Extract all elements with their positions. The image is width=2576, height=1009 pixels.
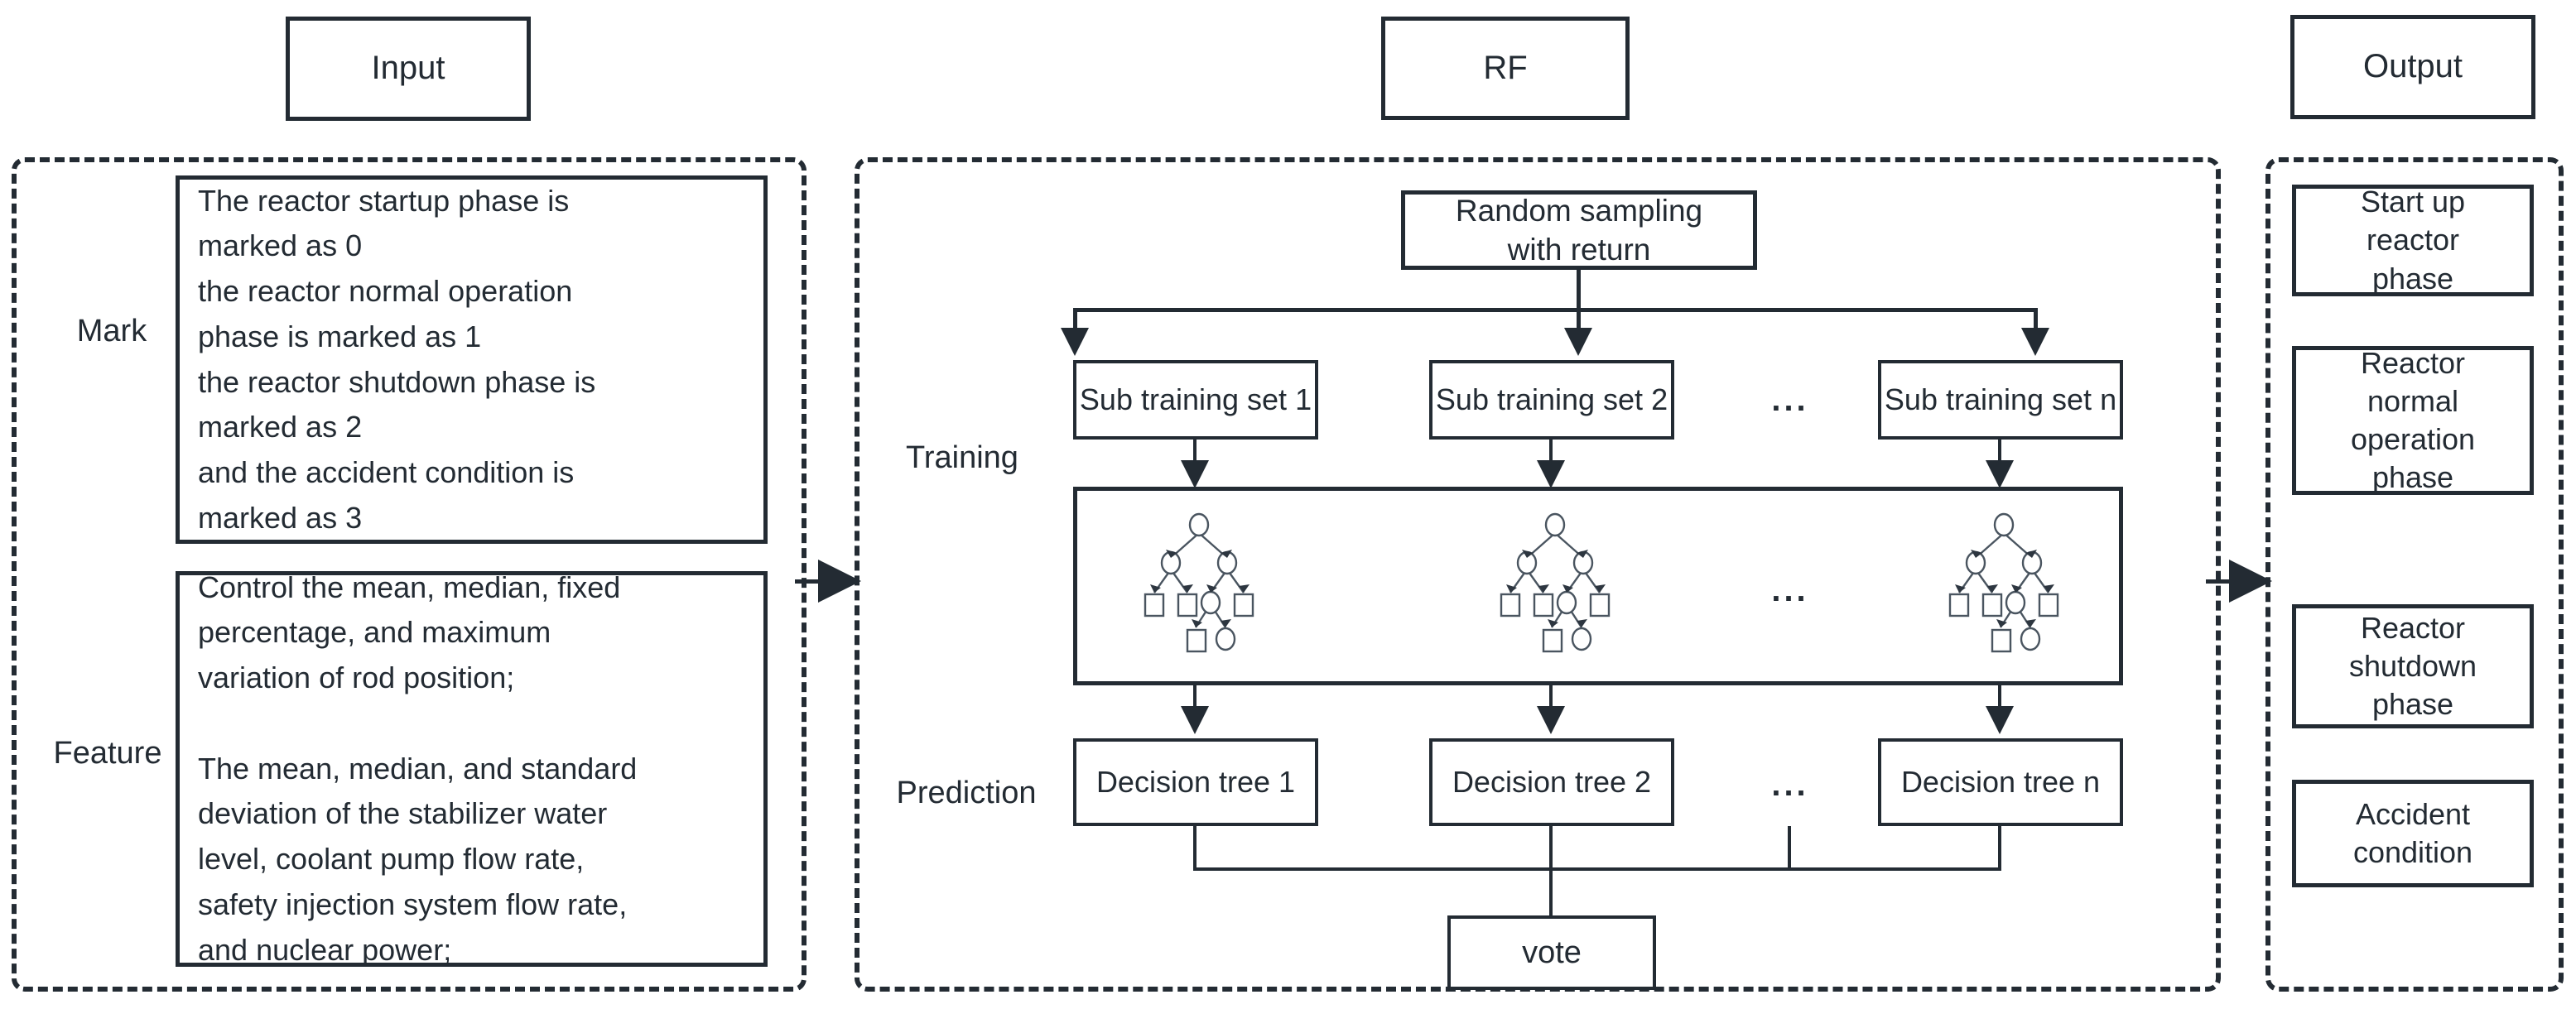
vote-box: vote bbox=[1447, 915, 1656, 990]
vote-branch-line-2 bbox=[1549, 826, 1553, 871]
output-item-box-2: Reactor shutdown phase bbox=[2292, 604, 2534, 728]
prediction-label: Prediction bbox=[896, 775, 1037, 810]
subset-to-tree-line-3 bbox=[1998, 440, 2001, 464]
output-item-label: Start up reactor phase bbox=[2360, 185, 2466, 295]
subset-to-tree-arrow-icon-3 bbox=[1986, 460, 2014, 488]
decision-tree-ellipsis: ... bbox=[1771, 766, 1809, 803]
subset-to-tree-line-2 bbox=[1549, 440, 1553, 464]
output-item-label: Reactor shutdown phase bbox=[2348, 610, 2477, 722]
sub-training-set-box-1: Sub training set 1 bbox=[1073, 360, 1318, 440]
rf-to-output-connector-line bbox=[2206, 579, 2241, 584]
rf-header-box: RF bbox=[1381, 17, 1630, 120]
mark-text-box: The reactor startup phase is marked as 0… bbox=[176, 175, 768, 544]
decision-tree-box-3: Decision tree n bbox=[1878, 738, 2123, 826]
output-header-label: Output bbox=[2362, 48, 2463, 85]
decision-tree-box-1: Decision tree 1 bbox=[1073, 738, 1318, 826]
vote-stem-line bbox=[1549, 867, 1553, 919]
output-item-label: Accident condition bbox=[2352, 796, 2473, 869]
sub-training-ellipsis: ... bbox=[1771, 381, 1809, 418]
mark-label: Mark bbox=[76, 313, 147, 348]
tree-to-decision-arrow-icon-1 bbox=[1181, 706, 1209, 734]
subset-to-tree-arrow-icon-1 bbox=[1181, 460, 1209, 488]
input-header-box: Input bbox=[286, 17, 531, 121]
tree-to-decision-arrow-icon-3 bbox=[1986, 706, 2014, 734]
rf-to-output-arrow-icon bbox=[2229, 560, 2272, 603]
tree-to-decision-line-2 bbox=[1549, 685, 1553, 710]
vote-branch-line-1 bbox=[1193, 826, 1197, 871]
output-panel bbox=[2265, 157, 2564, 992]
decision-tree-glyph-1 bbox=[1133, 512, 1265, 661]
input-to-rf-connector-line bbox=[795, 579, 830, 584]
rf-header-label: RF bbox=[1483, 49, 1528, 86]
tree-to-decision-line-3 bbox=[1998, 685, 2001, 710]
subset-to-tree-line-1 bbox=[1193, 440, 1197, 464]
output-header-box: Output bbox=[2290, 15, 2535, 119]
output-item-box-1: Reactor normal operation phase bbox=[2292, 346, 2534, 495]
sub-training-set-box-2: Sub training set 2 bbox=[1429, 360, 1674, 440]
tree-to-decision-arrow-icon-2 bbox=[1537, 706, 1565, 734]
vote-branch-line-3 bbox=[1998, 826, 2001, 871]
vote-bus-line bbox=[1193, 867, 2001, 871]
tree-ellipsis: ... bbox=[1771, 571, 1809, 608]
sampling-arrow-icon-2 bbox=[1564, 328, 1592, 356]
input-header-label: Input bbox=[371, 50, 445, 87]
decision-tree-glyph-2 bbox=[1489, 512, 1621, 661]
feature-label: Feature bbox=[53, 735, 162, 771]
feature-text: Control the mean, median, fixed percenta… bbox=[198, 569, 638, 967]
decision-tree-box-2: Decision tree 2 bbox=[1429, 738, 1674, 826]
random-sampling-label: Random sampling with return bbox=[1455, 193, 1703, 267]
tree-to-decision-line-1 bbox=[1193, 685, 1197, 710]
input-to-rf-arrow-icon bbox=[818, 560, 861, 603]
random-sampling-box: Random sampling with return bbox=[1401, 190, 1757, 270]
feature-text-box: Control the mean, median, fixed percenta… bbox=[176, 570, 768, 967]
input-panel bbox=[12, 157, 807, 992]
sampling-stem-line bbox=[1577, 270, 1581, 311]
mark-text: The reactor startup phase is marked as 0… bbox=[198, 183, 596, 535]
sampling-arrow-icon-3 bbox=[2021, 328, 2049, 356]
output-item-label: Reactor normal operation phase bbox=[2350, 345, 2476, 495]
sub-training-set-box-3: Sub training set n bbox=[1878, 360, 2123, 440]
subset-to-tree-arrow-icon-2 bbox=[1537, 460, 1565, 488]
decision-tree-glyph-3 bbox=[1938, 512, 2070, 661]
sampling-arrow-icon-1 bbox=[1061, 328, 1089, 356]
sampling-branch-line-1 bbox=[1073, 308, 1077, 333]
training-label: Training bbox=[906, 440, 1018, 475]
output-item-box-3: Accident condition bbox=[2292, 780, 2534, 887]
output-item-box-0: Start up reactor phase bbox=[2292, 185, 2534, 296]
sampling-branch-line-2 bbox=[1577, 308, 1581, 333]
vote-branch-line-ellipsis bbox=[1788, 826, 1791, 871]
sampling-bus-line bbox=[1073, 308, 2037, 312]
vote-label: vote bbox=[1522, 935, 1582, 970]
sampling-branch-line-3 bbox=[2034, 308, 2038, 333]
